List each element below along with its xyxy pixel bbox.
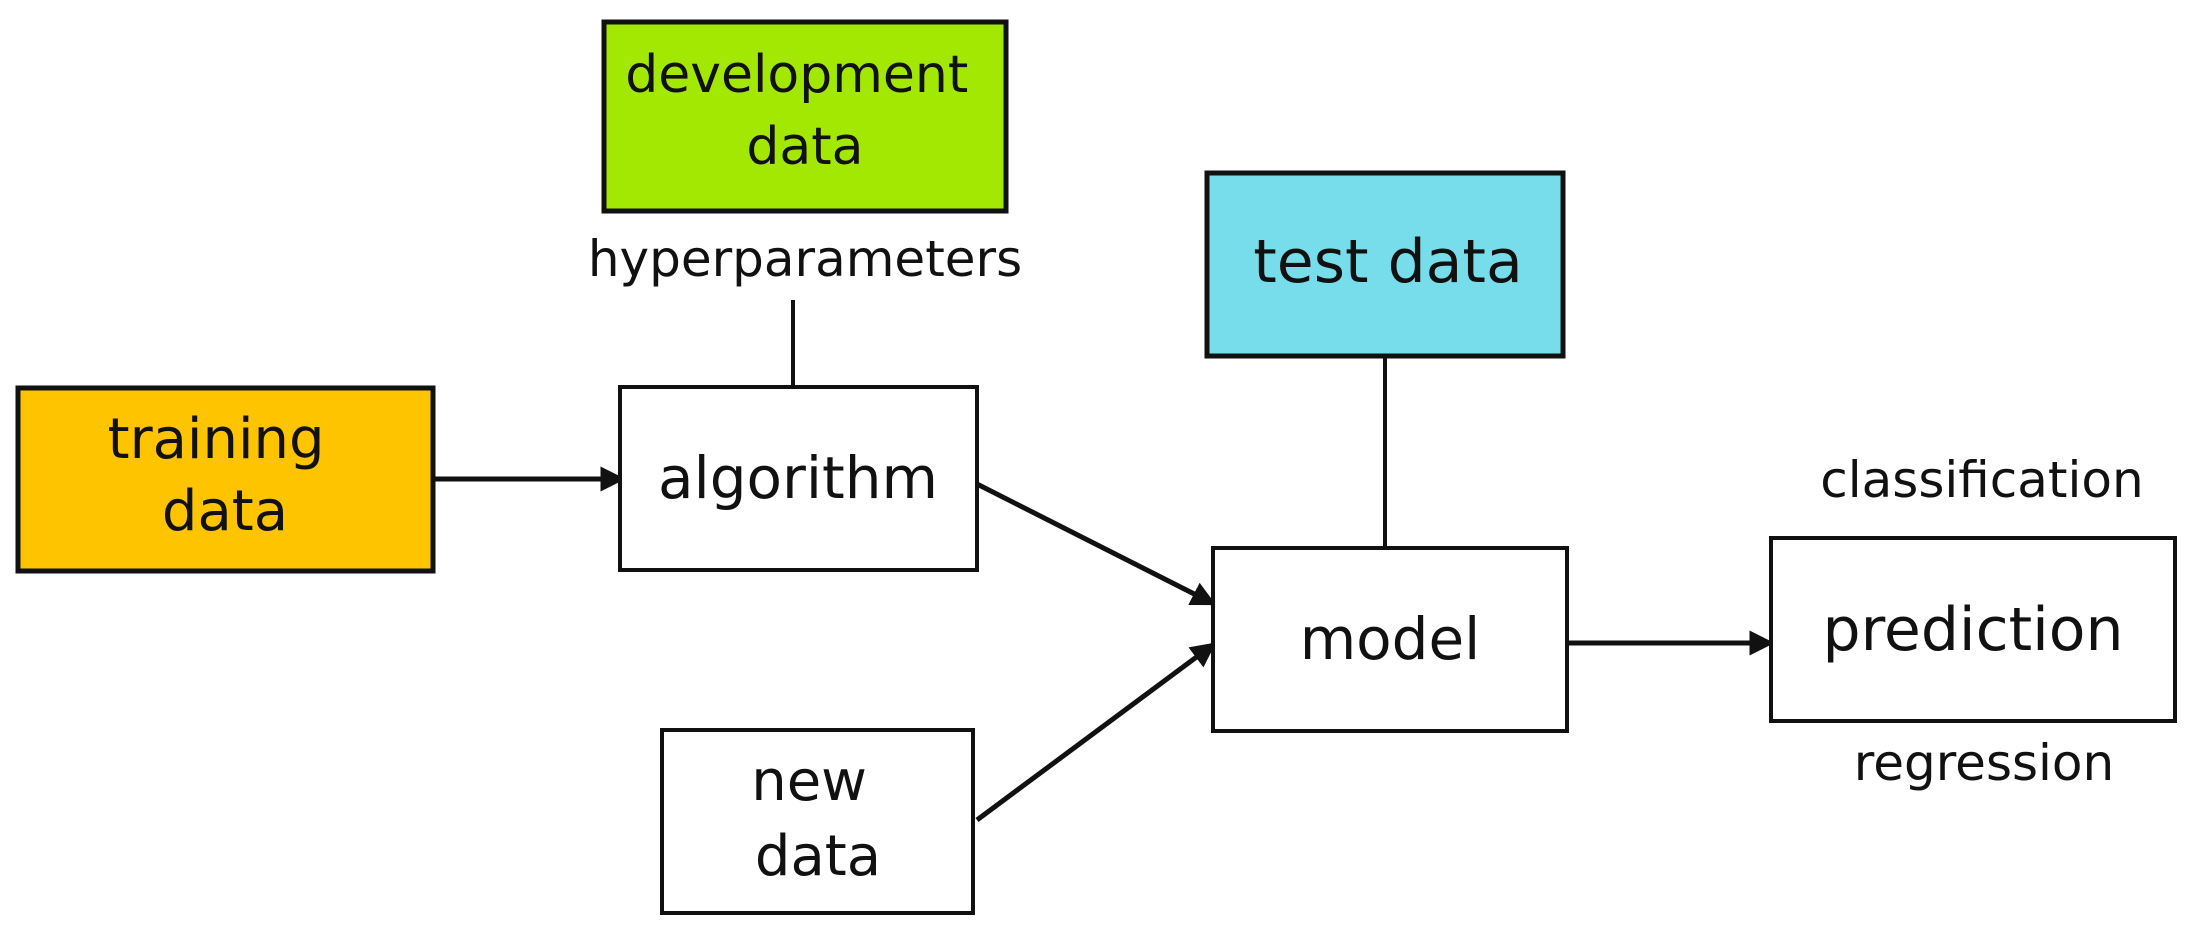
algorithm-node: algorithm — [618, 385, 979, 572]
test-data-box — [1204, 170, 1566, 359]
prediction-box — [1769, 536, 2177, 723]
test-data-node: test data — [1204, 170, 1566, 359]
prediction-label: prediction — [1822, 595, 2123, 665]
development-data-node: development data — [601, 19, 1009, 214]
model-label: model — [1300, 605, 1481, 673]
new-data-label: new data — [751, 749, 885, 889]
development-data-box — [601, 19, 1009, 214]
training-data-node: training data — [15, 385, 436, 574]
new-data-label-line-1: new — [751, 749, 867, 814]
new-data-box — [660, 728, 975, 915]
training-data-label: training data — [108, 407, 343, 544]
model-box — [1211, 546, 1569, 733]
algorithm-to-model-arrow — [975, 481, 1217, 607]
algorithm-box — [618, 385, 979, 572]
model-node: model — [1211, 546, 1569, 733]
training-data-label-line-1: training — [108, 407, 325, 472]
new-data-to-model-arrow — [975, 641, 1217, 823]
new-data-label-line-2: data — [755, 824, 881, 889]
development-data-label: development data — [625, 45, 985, 177]
training-data-label-line-2: data — [162, 479, 288, 544]
regression-label: regression — [1854, 734, 2114, 792]
classification-label: classification — [1820, 451, 2143, 509]
test-data-label: test data — [1253, 227, 1522, 297]
new-data-node: new data — [660, 728, 975, 915]
hyperparameters-label: hyperparameters — [588, 230, 1022, 288]
development-data-label-line-2: data — [746, 117, 863, 177]
algorithm-label: algorithm — [658, 444, 938, 512]
development-data-label-line-1: development — [625, 45, 968, 105]
prediction-node: prediction — [1769, 536, 2177, 723]
training-data-box — [15, 385, 436, 574]
